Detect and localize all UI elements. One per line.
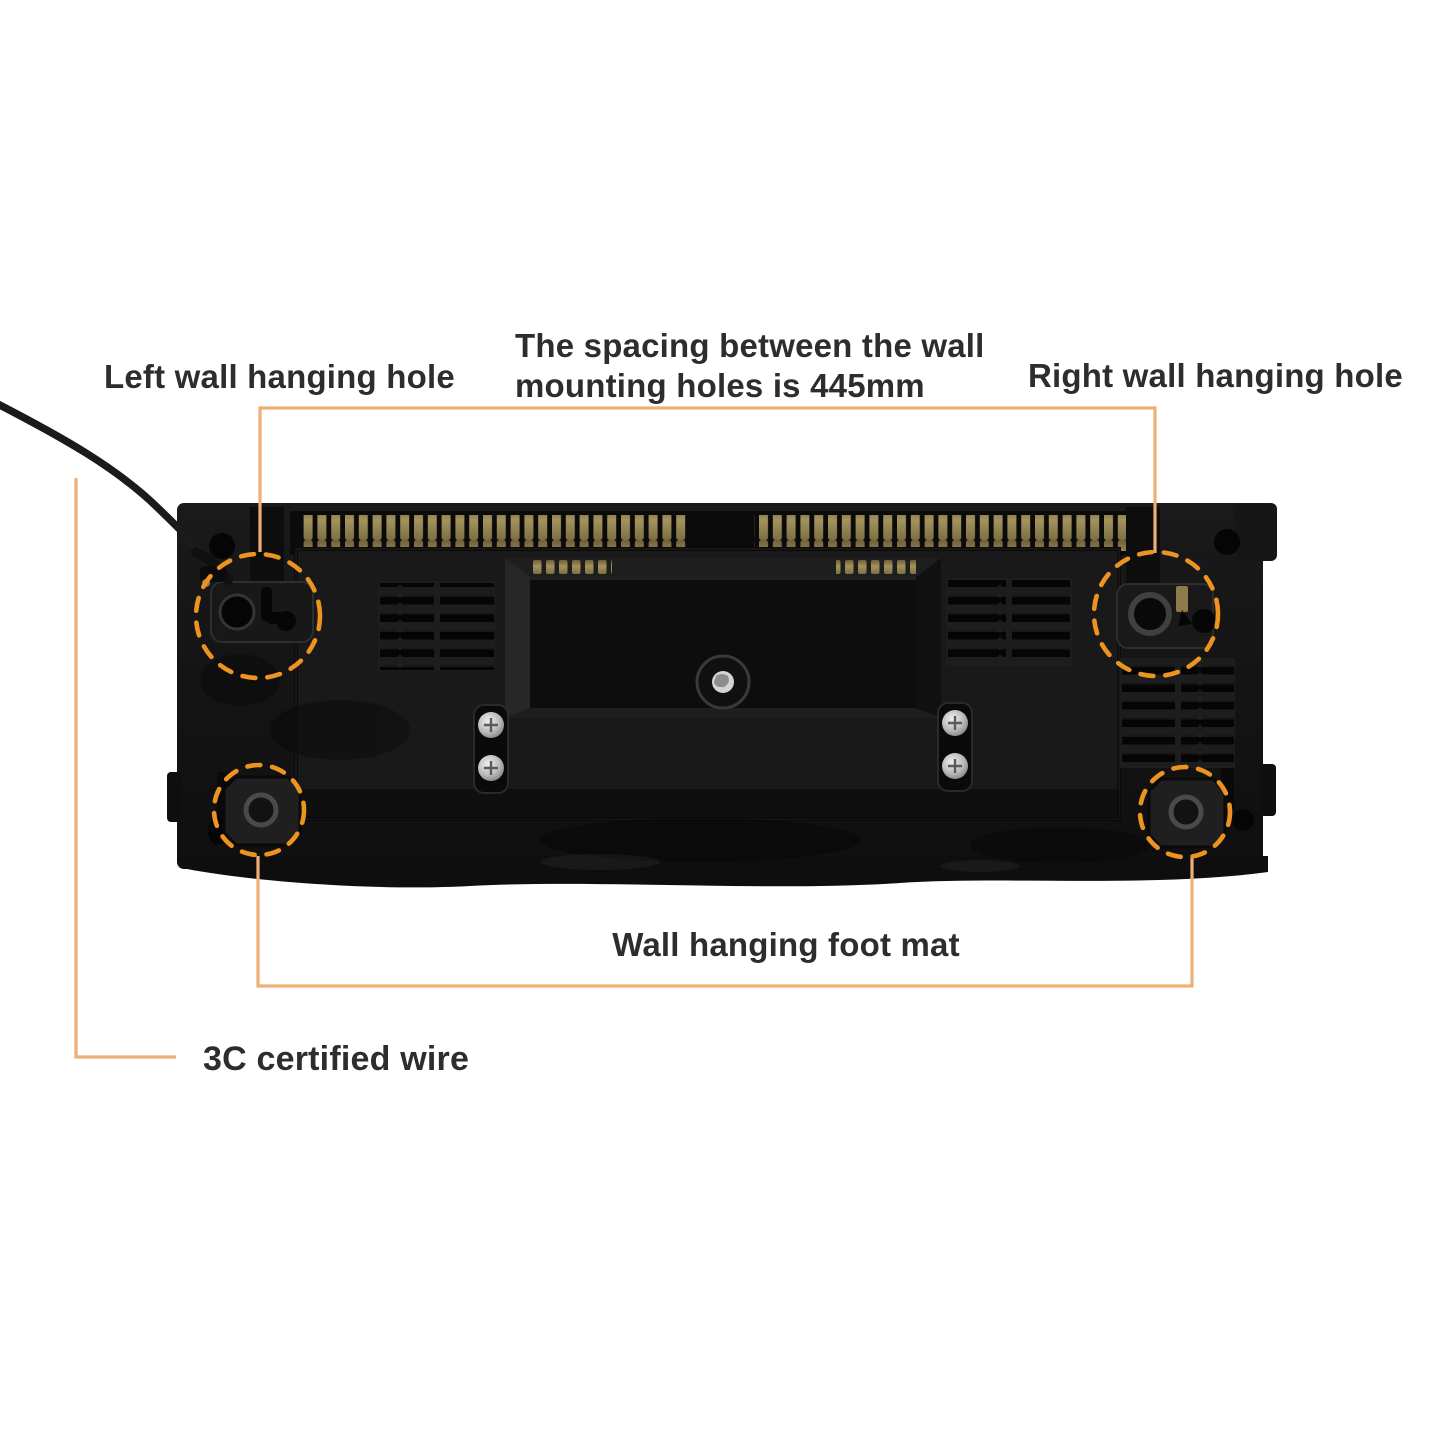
highlight-circles — [193, 549, 1233, 860]
center-knob — [695, 654, 751, 710]
spacing-label-line1: The spacing between the wall — [515, 327, 985, 364]
top-vent-slots-left — [300, 515, 687, 551]
right-screw-bracket — [937, 702, 973, 792]
device-rear-view — [0, 400, 1277, 888]
left-foot-mat-highlight — [211, 762, 307, 858]
far-right-vent-grille — [1120, 658, 1235, 768]
right-hanging-hole-highlight — [1091, 549, 1221, 679]
top-vent-slots-right — [754, 515, 1141, 551]
right-vent-grille — [946, 578, 1072, 666]
right-foot-mat — [1147, 768, 1234, 849]
spacing-label-line2: mounting holes is 445mm — [515, 367, 925, 404]
wire-callout-line — [74, 478, 176, 1059]
left-screw-bracket — [473, 704, 509, 794]
top-spacing-bracket — [258, 406, 1157, 553]
foot-mat-bracket — [256, 856, 1194, 988]
callout-lines — [74, 406, 1194, 1059]
panel-vent-slots-right — [836, 560, 916, 574]
panel-vent-slots-left — [532, 560, 612, 574]
right-wall-hanging-hole — [1116, 583, 1216, 649]
right-side-tab — [1260, 764, 1276, 816]
left-wall-hanging-hole — [210, 581, 314, 643]
flange-hole-top-left — [209, 533, 235, 559]
wire-label: 3C certified wire — [203, 1040, 470, 1078]
left-side-tab — [167, 772, 181, 822]
foot-mat-label: Wall hanging foot mat — [612, 926, 960, 963]
left-hanging-hole-label: Left wall hanging hole — [104, 358, 455, 395]
spacing-label: The spacing between the wall mounting ho… — [515, 326, 985, 406]
left-vent-grille — [378, 581, 495, 671]
right-hanging-hole-label: Right wall hanging hole — [1028, 357, 1403, 394]
right-foot-mat-highlight — [1137, 764, 1233, 860]
left-foot-mat — [217, 772, 302, 847]
left-hanging-hole-highlight — [193, 551, 323, 681]
flange-hole-bottom-right — [1232, 809, 1254, 831]
flange-hole-top-right — [1214, 529, 1240, 555]
